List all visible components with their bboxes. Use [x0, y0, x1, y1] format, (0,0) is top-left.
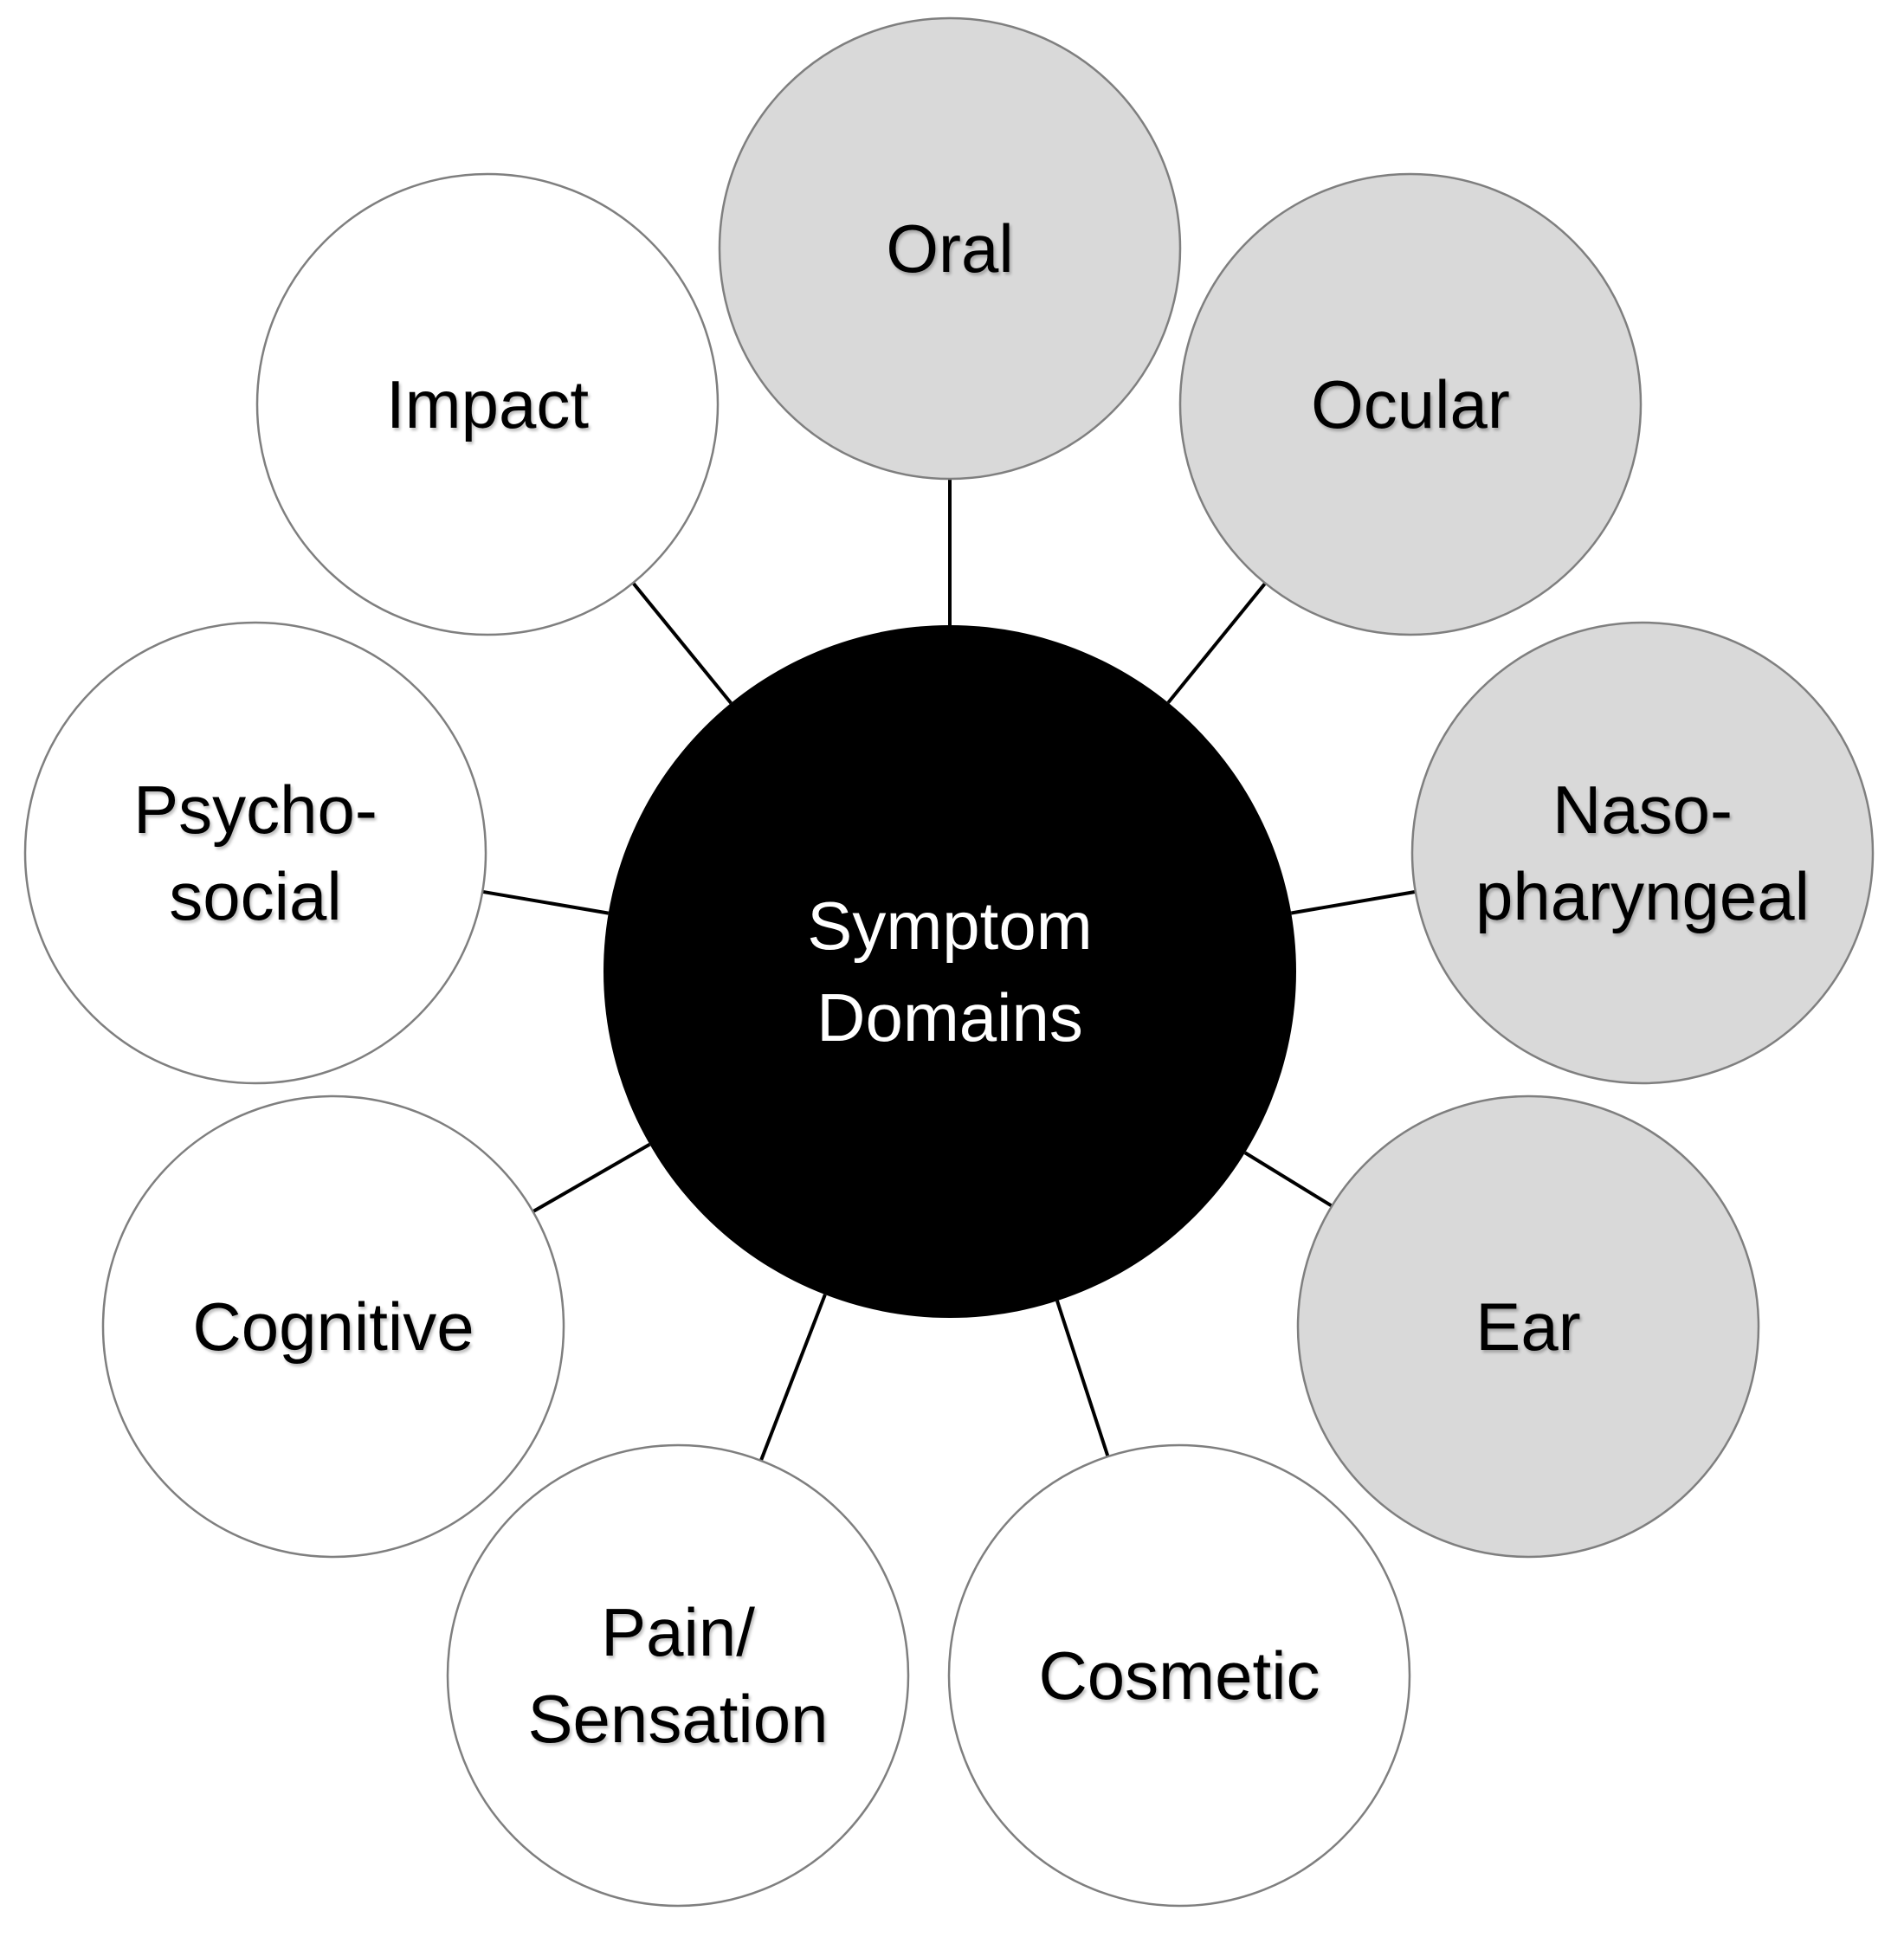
domain-label-psycho-social-line-2: social [169, 858, 341, 934]
connector-impact [631, 581, 733, 705]
connector-ear [1243, 1151, 1333, 1208]
domain-label-psycho-social-line-1: Psycho- [133, 772, 378, 848]
domain-label-impact-line-1: Impact [386, 366, 589, 442]
domain-node-psycho-social: Psycho-social [23, 621, 487, 1085]
domain-label-cosmetic-line-1: Cosmetic [1038, 1637, 1320, 1714]
connector-pain-sensation [758, 1294, 827, 1462]
domain-circle-naso-pharyngeal [1410, 621, 1875, 1085]
domain-label-naso-pharyngeal-line-1: Naso- [1552, 772, 1733, 848]
domain-circle-cosmetic [947, 1443, 1411, 1908]
domain-circle-oral [718, 16, 1182, 481]
connector-ocular [1166, 582, 1267, 704]
domain-node-cosmetic: Cosmetic [947, 1443, 1411, 1908]
connector-cosmetic [1055, 1300, 1110, 1457]
connector-psycho-social [481, 889, 610, 915]
domain-node-ear: Ear [1296, 1094, 1760, 1559]
connector-cognitive [532, 1142, 651, 1213]
domain-label-ear-line-1: Ear [1475, 1288, 1580, 1365]
domain-circle-psycho-social [23, 621, 487, 1085]
center-label-line-2: Domains [816, 979, 1083, 1056]
domain-circle-ear [1296, 1094, 1760, 1559]
domain-node-ocular: Ocular [1178, 172, 1643, 636]
domain-node-pain-sensation: Pain/Sensation [446, 1443, 910, 1908]
domain-circle-cognitive [101, 1094, 565, 1559]
domain-label-pain-sensation-line-1: Pain/ [601, 1594, 755, 1670]
center-circle [603, 625, 1296, 1318]
domain-node-cognitive: Cognitive [101, 1094, 565, 1559]
domain-circle-impact [255, 172, 720, 636]
domain-node-impact: Impact [255, 172, 720, 636]
domain-label-pain-sensation-line-2: Sensation [528, 1681, 829, 1757]
domain-node-naso-pharyngeal: Naso-pharyngeal [1410, 621, 1875, 1085]
domain-circle-ocular [1178, 172, 1643, 636]
domain-label-ocular-line-1: Ocular [1311, 366, 1510, 442]
center-label-line-1: Symptom [807, 888, 1092, 964]
domain-label-oral-line-1: Oral [886, 210, 1013, 287]
connector-naso-pharyngeal [1290, 889, 1417, 915]
domain-label-cognitive-line-1: Cognitive [192, 1288, 474, 1365]
domain-circle-pain-sensation [446, 1443, 910, 1908]
domain-node-oral: Oral [718, 16, 1182, 481]
connectors [481, 479, 1417, 1462]
domain-label-naso-pharyngeal-line-2: pharyngeal [1475, 858, 1810, 934]
